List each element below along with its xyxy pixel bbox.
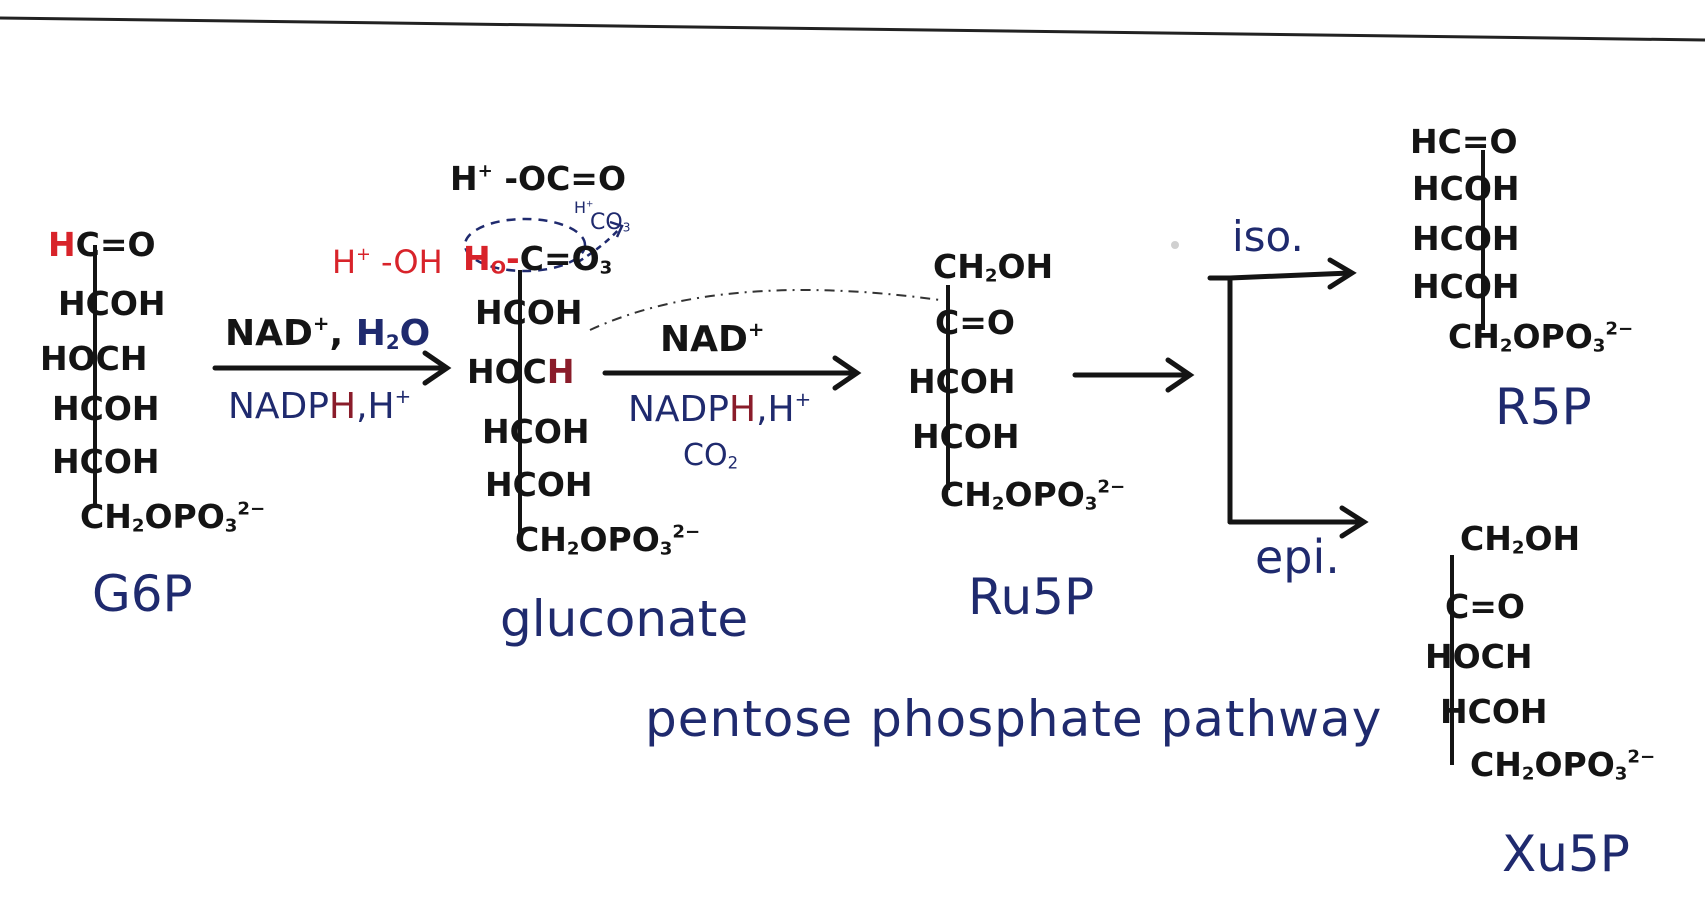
xu5p-c2: C=O: [1445, 587, 1525, 626]
step2-top: NAD+: [660, 318, 765, 360]
gluconate-c4: HCOH: [482, 412, 590, 451]
g6p-name: G6P: [92, 565, 193, 623]
r5p-name: R5P: [1495, 378, 1592, 436]
g6p-c6: CH2OPO32−: [80, 497, 266, 537]
epimerase-label: epi.: [1255, 530, 1340, 584]
r5p-c3: HCOH: [1412, 219, 1520, 258]
gluconate-c3: HOCH: [467, 352, 575, 391]
co2-arrowhead: [609, 220, 624, 238]
xu5p-c5: CH2OPO32−: [1470, 745, 1656, 785]
arrow-3: [1072, 357, 1195, 393]
red-note: H+ -OH: [332, 243, 443, 281]
step1-bottom: NADPH,H+: [228, 385, 412, 427]
dashed-curve: [589, 289, 941, 331]
xu5p-name: Xu5P: [1502, 825, 1630, 883]
g6p-c1: HC=O: [48, 225, 156, 264]
arrow-1: [212, 350, 452, 386]
xu5p-c3: HOCH: [1425, 637, 1533, 676]
gluconate-top: H+ -OC=O: [450, 159, 626, 198]
gluconate-name: gluconate: [500, 590, 749, 648]
g6p-c2: HCOH: [58, 284, 166, 323]
g6p-c3: HOCH: [40, 339, 148, 378]
gluconate-c2: HCOH: [475, 293, 583, 332]
r5p-c1: HC=O: [1410, 122, 1518, 161]
g6p-c4: HCOH: [52, 389, 160, 428]
r5p-c5: CH2OPO32−: [1448, 317, 1634, 357]
dashed-oval: [463, 217, 587, 273]
step1-top: NAD+, H2O: [225, 312, 431, 354]
co2-arrow: [577, 227, 621, 264]
xu5p-c4: HCOH: [1440, 692, 1548, 731]
board-top-edge: [0, 16, 1705, 42]
gluconate-c5: HCOH: [485, 465, 593, 504]
step2-bottom: NADPH,H+: [628, 388, 812, 430]
isomerase-label: iso.: [1232, 212, 1304, 261]
branch-arrow: [1207, 257, 1369, 539]
ru5p-name: Ru5P: [968, 568, 1095, 626]
ru5p-c4: HCOH: [912, 417, 1020, 456]
xu5p-c1: CH2OH: [1460, 519, 1581, 559]
ru5p-c1: CH2OH: [933, 247, 1054, 287]
gluconate-c1: HO-C=O3: [463, 239, 613, 279]
smudge-dot: [1171, 241, 1179, 249]
gluconate-c6: CH2OPO32−: [515, 520, 701, 560]
ru5p-c5: CH2OPO32−: [940, 475, 1126, 515]
ru5p-c2: C=O: [935, 303, 1015, 342]
r5p-c4: HCOH: [1412, 267, 1520, 306]
co2-note: CO3: [590, 210, 631, 235]
pathway-title: pentose phosphate pathway: [645, 690, 1383, 748]
arrow-2: [602, 355, 862, 391]
r5p-c2: HCOH: [1412, 169, 1520, 208]
g6p-c5: HCOH: [52, 442, 160, 481]
step2-co2: CO2: [683, 438, 739, 473]
co2-h-note: H+: [574, 198, 594, 217]
ru5p-c3: HCOH: [908, 362, 1016, 401]
